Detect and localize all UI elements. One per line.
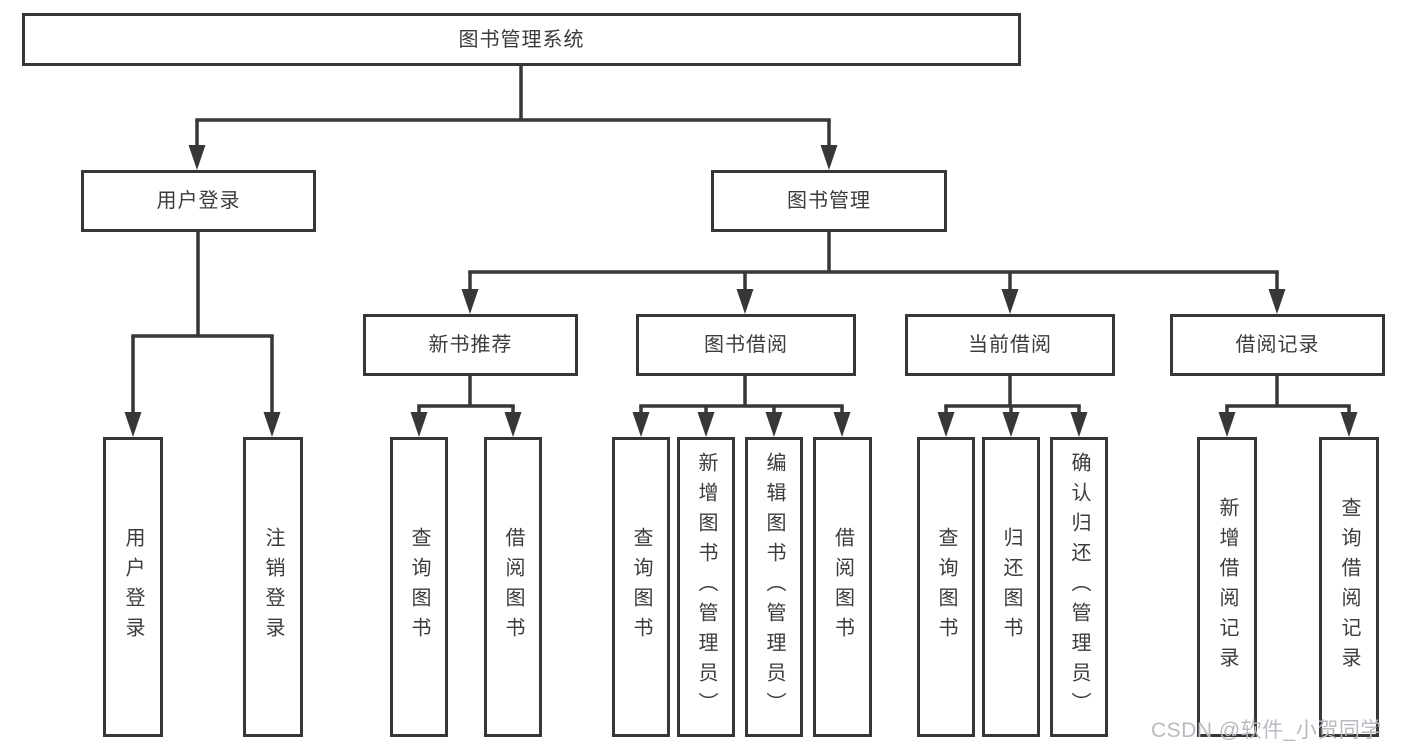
leaf-add-book-admin: 新增图书（管理员） [677,437,735,737]
leaf-query-books-borrow: 查询图书 [612,437,670,737]
node-borrow-records: 借阅记录 [1170,314,1385,376]
node-root: 图书管理系统 [22,13,1021,66]
leaf-query-borrow-record: 查询借阅记录 [1319,437,1379,737]
leaf-return-book: 归还图书 [982,437,1040,737]
node-current-borrow: 当前借阅 [905,314,1115,376]
node-user-login: 用户登录 [81,170,316,232]
leaf-confirm-return-admin: 确认归还（管理员） [1050,437,1108,737]
leaf-query-books-current: 查询图书 [917,437,975,737]
node-book-management: 图书管理 [711,170,947,232]
leaf-add-borrow-record: 新增借阅记录 [1197,437,1257,737]
watermark: CSDN @软件_小贺同学 [1151,719,1382,742]
leaf-borrow-books-recommend: 借阅图书 [484,437,542,737]
node-book-borrow: 图书借阅 [636,314,856,376]
leaf-query-books-recommend: 查询图书 [390,437,448,737]
leaf-user-login: 用户登录 [103,437,163,737]
leaf-logout: 注销登录 [243,437,303,737]
leaf-edit-book-admin: 编辑图书（管理员） [745,437,803,737]
leaf-borrow-books-borrow: 借阅图书 [813,437,872,737]
node-new-book-recommend: 新书推荐 [363,314,578,376]
